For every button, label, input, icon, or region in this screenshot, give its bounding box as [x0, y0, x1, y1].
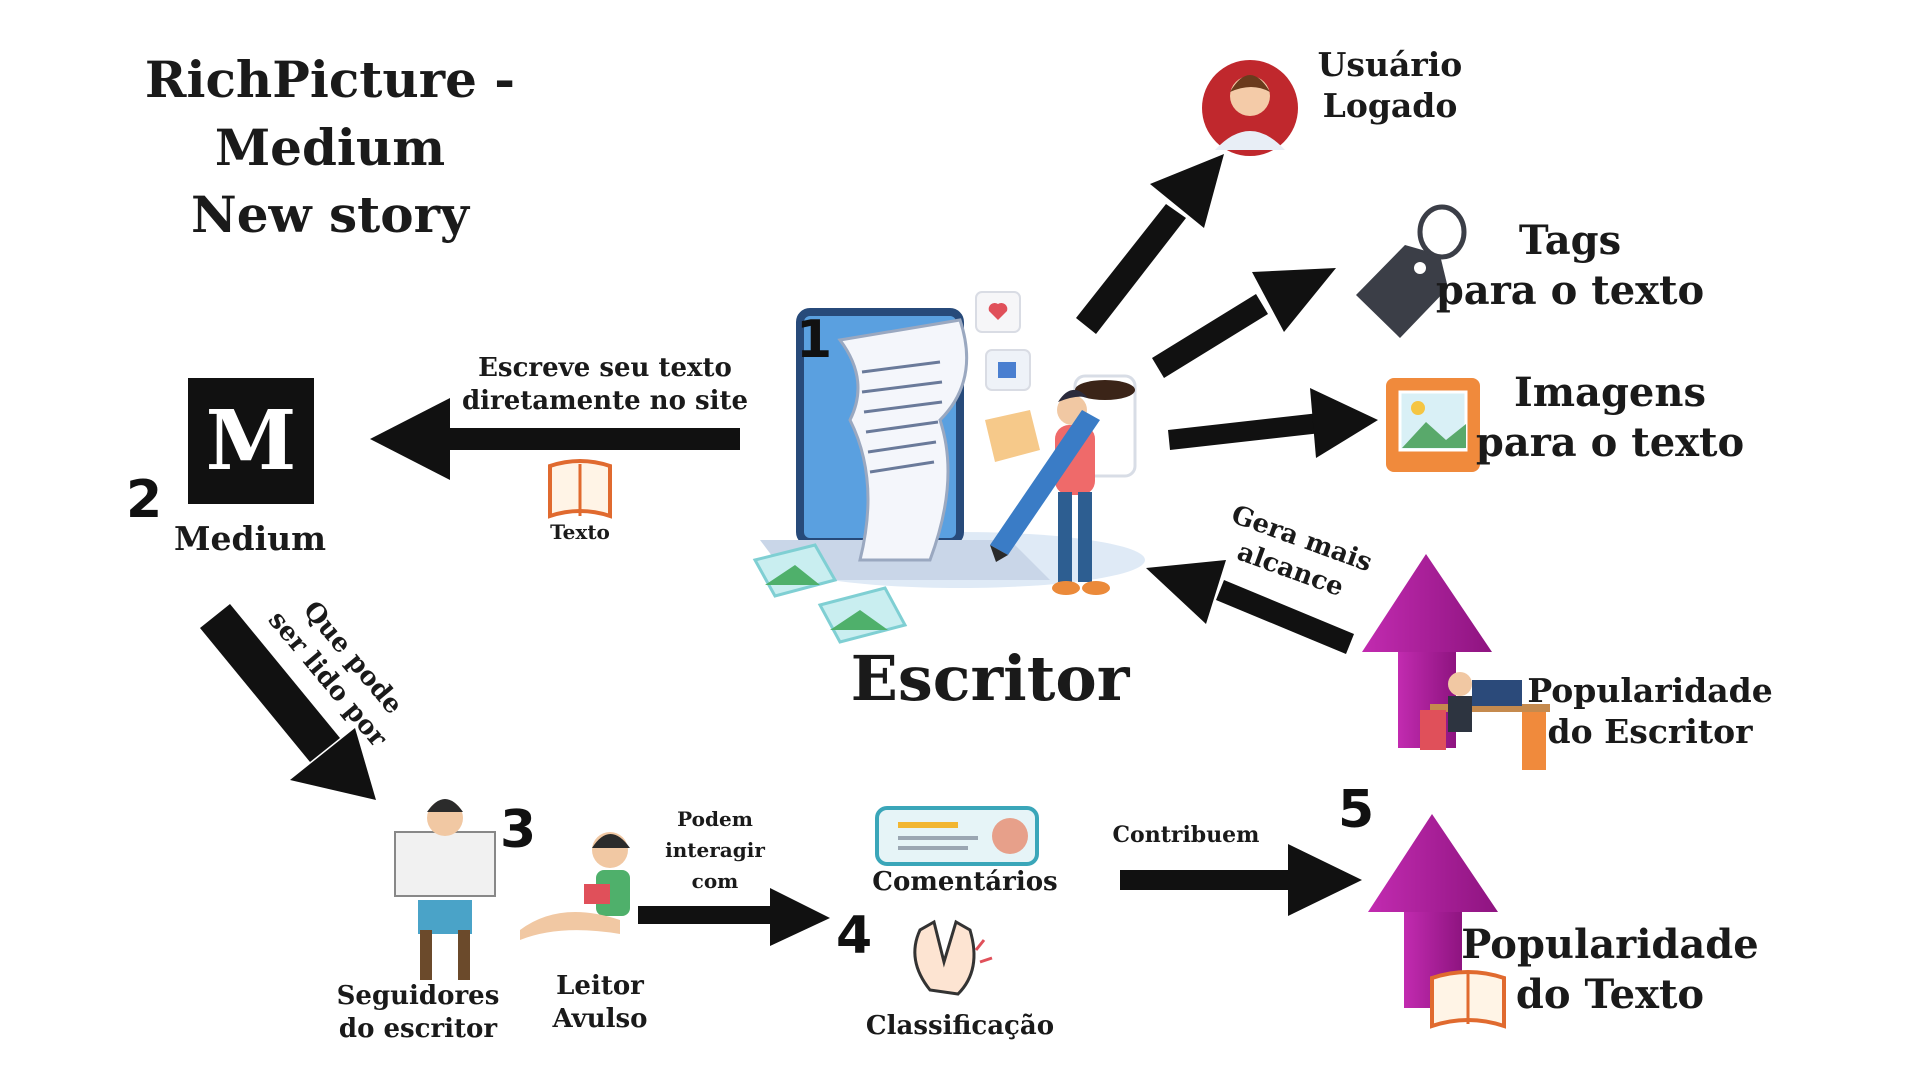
- arrow-to-images: [1168, 388, 1378, 458]
- diagram-title: RichPicture - Medium New story: [40, 46, 620, 249]
- arrow-reach-to-escritor: [1146, 560, 1354, 654]
- book-icon: [548, 459, 612, 519]
- user-logged-line-1: Usuário: [1317, 45, 1463, 84]
- user-logged-label: Usuário Logado: [1300, 44, 1480, 127]
- popularity-text-line-2: do Texto: [1515, 971, 1705, 1018]
- casual-reader-line-1: Leitor: [556, 971, 644, 1001]
- escritor-illustration: [752, 291, 1145, 644]
- user-logged-line-2: Logado: [1322, 86, 1458, 126]
- images-label: Imagens para o texto: [1460, 368, 1760, 468]
- arrow-medium-to-readers: [200, 604, 376, 800]
- step-number-1: 1: [796, 310, 833, 370]
- comments-label: Comentários: [872, 867, 1058, 897]
- casual-reader-illustration: [520, 832, 630, 940]
- write-directly-label: Escreve seu texto diretamente no site: [450, 352, 760, 417]
- contribute-label: Contribuem: [1112, 822, 1260, 848]
- tag-icon: [1356, 204, 1467, 338]
- casual-reader-label: Leitor Avulso: [520, 970, 680, 1035]
- write-directly-line-1: Escreve seu texto: [478, 353, 732, 383]
- arrow-interactions-to-popularity: [1120, 844, 1362, 916]
- medium-logo-letter: M: [205, 393, 297, 489]
- followers-illustration: [394, 799, 496, 980]
- images-line-1: Imagens: [1514, 369, 1706, 416]
- user-avatar-icon: [1202, 60, 1298, 156]
- tags-line-1: Tags: [1518, 217, 1622, 264]
- image-icon: [1386, 378, 1480, 472]
- comments-card-icon: [875, 806, 1039, 866]
- book-texto-label: Texto: [550, 520, 610, 544]
- interact-line-3: com: [691, 869, 739, 893]
- clap-icon: [913, 919, 993, 996]
- step-number-5: 5: [1338, 780, 1375, 840]
- tags-label: Tags para o texto: [1420, 216, 1720, 316]
- arrow-readers-to-interactions: [638, 888, 830, 946]
- followers-label: Seguidores do escritor: [318, 980, 518, 1045]
- write-directly-line-2: diretamente no site: [461, 385, 749, 416]
- images-line-2: para o texto: [1475, 419, 1745, 466]
- medium-label: Medium: [173, 519, 327, 558]
- book-icon-popularity-text: [1430, 970, 1506, 1029]
- step-number-2: 2: [126, 470, 163, 530]
- arrow-escritor-to-medium: [370, 398, 740, 480]
- casual-reader-line-2: Avulso: [552, 1003, 648, 1034]
- writer-desk-illustration: [1420, 672, 1550, 770]
- medium-logo-icon: [188, 378, 314, 504]
- step-number-3: 3: [500, 800, 537, 860]
- interact-line-1: Podem: [677, 807, 753, 831]
- popularity-writer-line-2: do Escritor: [1547, 712, 1753, 752]
- popularity-writer-line-1: Popularidade: [1527, 671, 1773, 710]
- escritor-label: Escritor: [850, 642, 1130, 715]
- arrow-to-tags: [1152, 268, 1336, 378]
- popularity-writer-label: Popularidade do Escritor: [1520, 670, 1780, 753]
- arrow-to-user: [1076, 154, 1224, 334]
- title-line-2: New story: [191, 185, 469, 244]
- rating-label: Classificação: [865, 1011, 1055, 1041]
- step-number-4: 4: [836, 906, 873, 966]
- interact-label: Podem interagir com: [640, 804, 790, 897]
- tags-line-2: para o texto: [1435, 267, 1705, 314]
- followers-line-1: Seguidores: [336, 981, 500, 1011]
- followers-line-2: do escritor: [338, 1013, 498, 1044]
- popularity-text-line-1: Popularidade: [1461, 921, 1759, 968]
- title-line-1: RichPicture - Medium: [144, 50, 516, 177]
- popularity-text-label: Popularidade do Texto: [1460, 920, 1760, 1020]
- interact-line-2: interagir: [665, 838, 765, 862]
